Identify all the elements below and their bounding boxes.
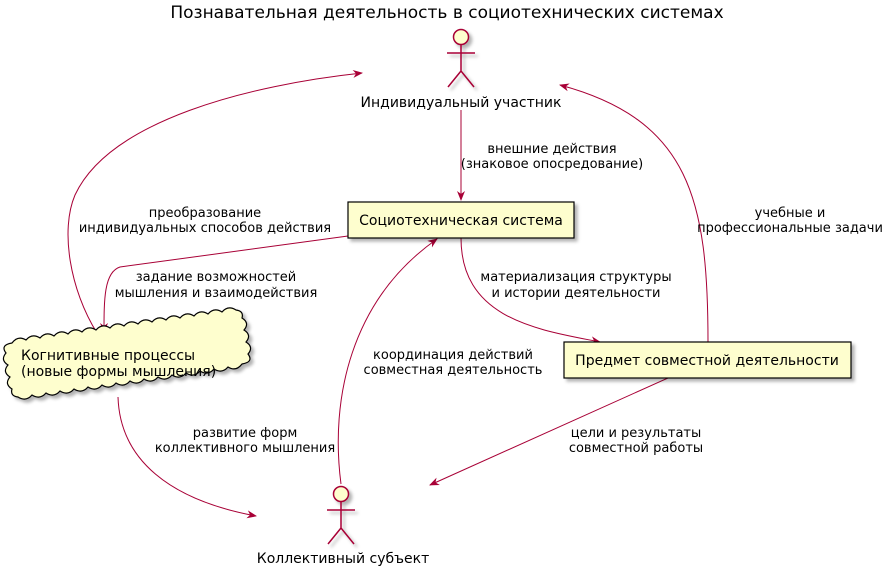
actor-individual-label: Индивидуальный участник bbox=[361, 95, 562, 111]
edge-label: преобразование bbox=[149, 206, 261, 221]
edge-label: индивидуальных способов действия bbox=[79, 221, 331, 236]
actor-collective-label: Коллективный субъект bbox=[257, 551, 429, 567]
edge-transformation bbox=[67, 69, 363, 334]
actor-collective[interactable] bbox=[327, 485, 355, 545]
edge-label: и истории деятельности bbox=[492, 286, 661, 301]
edge-label: задание возможностей bbox=[136, 270, 297, 285]
actor-individual[interactable] bbox=[447, 28, 475, 88]
node-cognitive-label: (новые формы мышления) bbox=[21, 364, 216, 380]
edge-goals bbox=[429, 377, 669, 486]
edge-label: учебные и bbox=[755, 206, 826, 221]
node-cognitive-cloud[interactable] bbox=[2, 307, 252, 400]
edge-label: развитие форм bbox=[193, 426, 298, 441]
node-cognitive-label: Когнитивные процессы bbox=[21, 348, 195, 364]
node-system-label: Социотехническая система bbox=[359, 213, 563, 229]
node-subject-label: Предмет совместной деятельности bbox=[575, 353, 839, 369]
edge-label: материализация структуры bbox=[480, 270, 671, 285]
edge-collective-thinking bbox=[117, 396, 257, 519]
edge-label: координация действий bbox=[373, 348, 533, 363]
edge-setting-possibilities bbox=[100, 235, 349, 333]
edge-label: мышления и взаимодействия bbox=[115, 286, 318, 301]
actor-head-icon bbox=[452, 28, 470, 46]
edge-coordination bbox=[337, 238, 438, 485]
node-subject[interactable] bbox=[563, 341, 852, 379]
edge-label: (знаковое опосредование) bbox=[461, 157, 643, 172]
node-system[interactable] bbox=[347, 201, 575, 239]
edge-label: совместная деятельность bbox=[364, 363, 543, 378]
diagram-title: Познавательная деятельность в социотехни… bbox=[170, 3, 723, 23]
edge-materialization bbox=[460, 237, 601, 345]
edge-label: цели и результаты bbox=[571, 426, 702, 441]
edge-label: профессиональные задачи bbox=[697, 221, 883, 236]
edge-tasks bbox=[559, 83, 709, 343]
edge-label: внешние действия bbox=[487, 142, 616, 157]
edge-label: совместной работы bbox=[569, 441, 703, 456]
actor-head-icon bbox=[332, 485, 350, 503]
edge-label: коллективного мышления bbox=[155, 441, 335, 456]
